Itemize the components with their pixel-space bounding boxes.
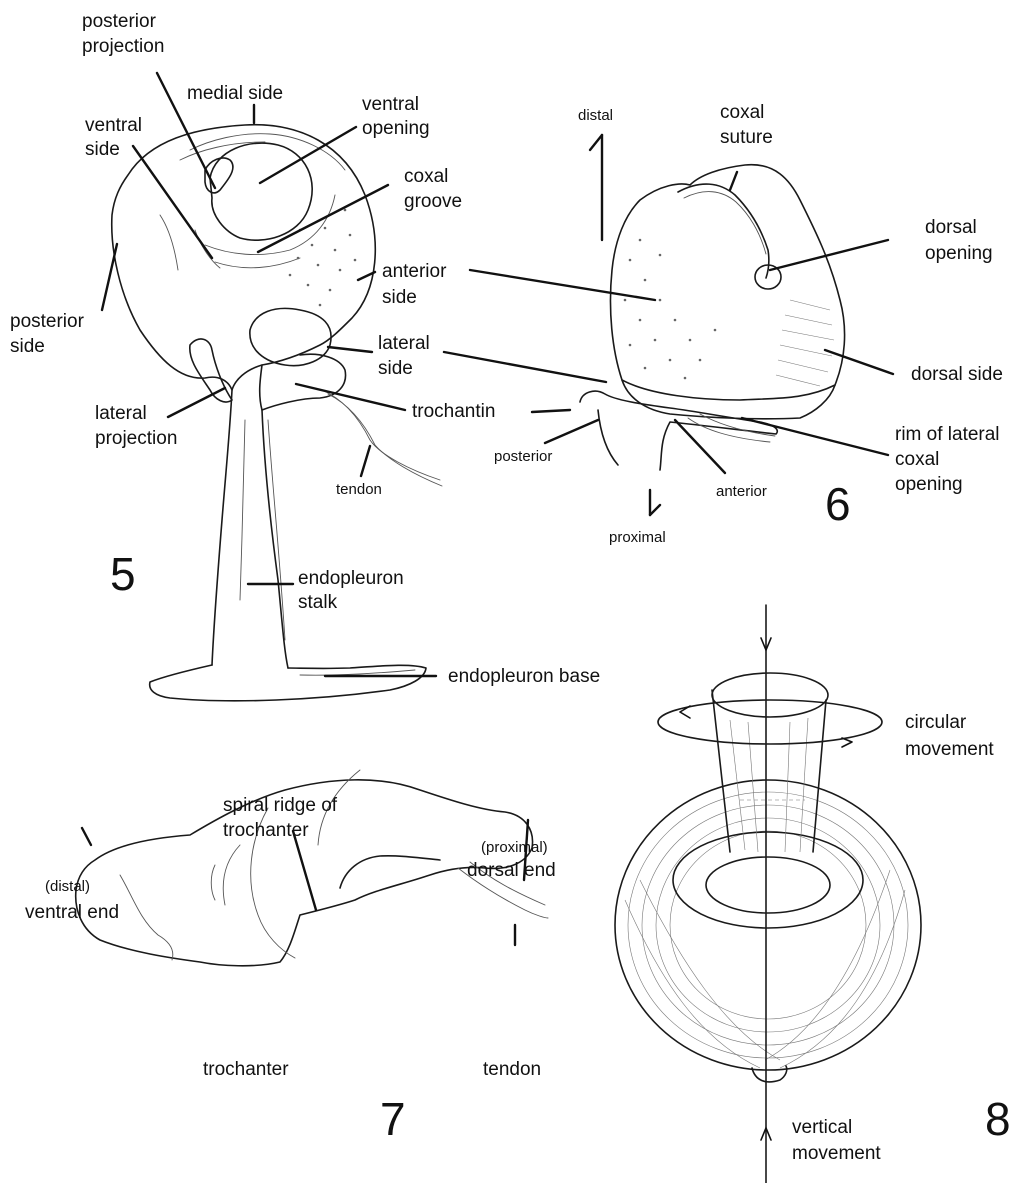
fig6-label-dorsal-side: dorsal side — [911, 364, 1003, 385]
fig5-label-anterior-side-line2: side — [382, 287, 417, 308]
fig6-label-coxal-suture-line1: coxal — [720, 102, 764, 123]
fig5-label-posterior-projection-line2: projection — [82, 36, 164, 57]
fig5-label-posterior-projection-line1: posterior — [82, 11, 157, 32]
fig5-label-posterior-side-line1: posterior — [10, 311, 85, 332]
fig7-label-trochanter: trochanter — [203, 1059, 289, 1080]
fig6-label-posterior: posterior — [494, 448, 552, 465]
fig6-coxal-suture — [678, 184, 769, 278]
fig7-label-distal: (distal) — [45, 878, 90, 895]
fig5-label-endopleuron-stalk-line1: endopleuron — [298, 568, 404, 589]
fig5-label-coxal-groove-line2: groove — [404, 191, 462, 212]
fig5-endopleuron-base-shape — [150, 665, 426, 701]
fig7-label-spiral-ridge-line2: trochanter — [223, 820, 309, 841]
fig5-label-lateral-side-line1: lateral — [378, 333, 430, 354]
fig8-number: 8 — [985, 1093, 1011, 1145]
fig5-label-endopleuron-stalk-line2: stalk — [298, 592, 338, 613]
fig7-label-ventral-end: ventral end — [25, 902, 119, 923]
fig8-label-circular-line2: movement — [905, 739, 994, 760]
fig6-label-coxal-suture-line2: suture — [720, 127, 773, 148]
fig5-label-anterior-side-line1: anterior — [382, 261, 447, 282]
fig5-number: 5 — [110, 548, 136, 600]
fig7-label-dorsal-end: dorsal end — [467, 860, 556, 881]
fig7-label-tendon: tendon — [483, 1059, 541, 1080]
fig6-surface-stipple — [624, 239, 717, 380]
fig6-number: 6 — [825, 478, 851, 530]
fig5-label-posterior-side-line2: side — [10, 336, 45, 357]
fig8-cylinder — [712, 690, 826, 852]
fig8-label-vertical-line2: movement — [792, 1143, 881, 1164]
fig5-label-coxal-groove-line1: coxal — [404, 166, 448, 187]
figure-5: posterior projection medial side ventral… — [10, 11, 600, 701]
fig8-cylinder-top — [712, 673, 828, 717]
fig5-label-lateral-side-line2: side — [378, 358, 413, 379]
fig6-coxa-outline — [610, 165, 844, 419]
fig6-label-rim-line1: rim of lateral — [895, 424, 1000, 445]
fig6-dorsal-hatching — [776, 300, 834, 386]
fig7-number: 7 — [380, 1093, 406, 1145]
fig5-label-lateral-projection-line1: lateral — [95, 403, 147, 424]
fig7-label-proximal: (proximal) — [481, 839, 548, 856]
fig5-label-medial-side: medial side — [187, 83, 283, 104]
fig5-lateral-projection-shape — [190, 339, 232, 402]
figure-8: circular movement vertical movement 8 — [615, 605, 1011, 1183]
fig6-label-rim-line3: opening — [895, 474, 963, 495]
fig5-label-lateral-projection-line2: projection — [95, 428, 177, 449]
fig6-label-anterior: anterior — [716, 483, 767, 500]
fig5-label-tendon: tendon — [336, 481, 382, 498]
fig6-label-dorsal-opening-line2: opening — [925, 243, 993, 264]
fig7-spiral-ridge-shape — [340, 856, 440, 888]
fig8-sphere — [615, 780, 921, 1070]
fig5-label-endopleuron-base: endopleuron base — [448, 666, 600, 687]
fig6-trochantin-shape — [580, 391, 777, 470]
fig6-label-dorsal-opening-line1: dorsal — [925, 217, 977, 238]
fig8-label-vertical-line1: vertical — [792, 1117, 852, 1138]
fig7-label-spiral-ridge-line1: spiral ridge of — [223, 795, 338, 816]
fig5-label-ventral-side-line2: side — [85, 139, 120, 160]
fig6-label-distal: distal — [578, 107, 613, 124]
fig5-label-trochantin: trochantin — [412, 401, 495, 422]
fig6-rim — [622, 380, 835, 400]
fig8-circular-movement-path — [658, 700, 882, 744]
fig6-label-rim-line2: coxal — [895, 449, 939, 470]
fig5-label-ventral-side-line1: ventral — [85, 115, 142, 136]
fig5-label-ventral-opening-line1: ventral — [362, 94, 419, 115]
fig8-label-circular-line1: circular — [905, 712, 967, 733]
fig5-label-ventral-opening-line2: opening — [362, 118, 430, 139]
fig6-label-proximal: proximal — [609, 529, 666, 546]
fig5-coxa-outline — [112, 125, 376, 390]
figure-7: spiral ridge of trochanter (proximal) do… — [25, 770, 556, 1145]
figure-6: distal coxal suture dorsal opening dorsa… — [444, 102, 1003, 546]
